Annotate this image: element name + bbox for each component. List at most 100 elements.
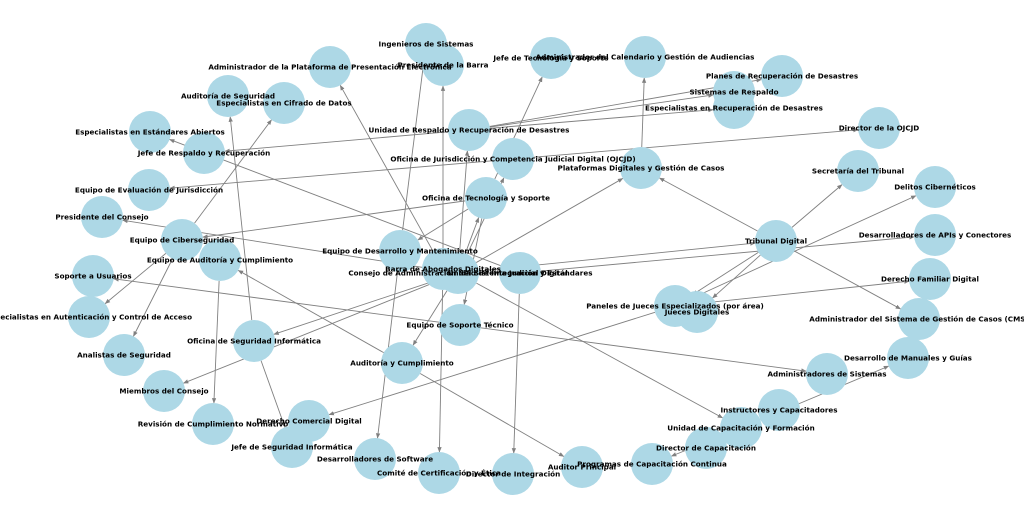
node-paneles[interactable] — [654, 285, 696, 327]
node-label-comite: Comité de Certificación y Ética — [377, 469, 501, 478]
edge-ciberseguridad-to-esp-auth — [104, 253, 167, 304]
node-desarrollo[interactable] — [379, 230, 421, 272]
node-planes-recuperacion[interactable] — [761, 55, 803, 97]
node-auditoria-seg[interactable] — [207, 75, 249, 117]
node-label-presidente: Presidente del Consejo — [55, 213, 148, 222]
node-instructores[interactable] — [758, 389, 800, 431]
node-tecnologia[interactable] — [465, 177, 507, 219]
node-derecho-familiar[interactable] — [909, 258, 951, 300]
node-label-esp-auth: Especialistas en Autenticación y Control… — [0, 313, 192, 322]
node-seguridad-inf[interactable] — [233, 320, 275, 362]
node-director-integracion[interactable] — [492, 453, 534, 495]
node-label-consejo: Consejo de Administración del Sistema Ju… — [348, 269, 567, 278]
node-esp-auth[interactable] — [68, 296, 110, 338]
node-director-cap[interactable] — [685, 427, 727, 469]
node-auditor[interactable] — [561, 446, 603, 488]
node-label-jefe-seguridad: Jefe de Seguridad Informática — [230, 443, 352, 452]
node-comite[interactable] — [418, 452, 460, 494]
node-tribunal[interactable] — [755, 220, 797, 262]
edge-seguridad-inf-to-jefe-seguridad — [260, 360, 286, 428]
node-capacitacion[interactable] — [720, 407, 762, 449]
node-integracion[interactable] — [499, 252, 541, 294]
node-esp-estandares[interactable] — [129, 111, 171, 153]
node-label-seguridad-inf: Oficina de Seguridad Informática — [187, 337, 321, 346]
node-label-director-integracion: Director de Integración — [466, 470, 560, 479]
node-jefe-tec[interactable] — [530, 37, 572, 79]
edge-consejo-to-tecnologia — [464, 217, 480, 254]
node-label-instructores: Instructores y Capacitadores — [720, 406, 837, 415]
node-label-planes-recuperacion: Planes de Recuperación de Desastres — [706, 72, 858, 81]
edge-soporte-tecnico-to-soporte-usuarios — [113, 277, 440, 323]
node-presidente[interactable] — [81, 196, 123, 238]
node-ojcjd[interactable] — [492, 138, 534, 180]
node-auditoria[interactable] — [381, 342, 423, 384]
edge-tribunal-to-paneles — [692, 251, 759, 296]
node-label-director-ojcjd: Director de la OJCJD — [839, 124, 920, 133]
node-label-auditoria-seg: Auditoría de Seguridad — [181, 92, 275, 101]
node-admin-calendario[interactable] — [624, 36, 666, 78]
node-plataformas[interactable] — [620, 147, 662, 189]
node-label-desarrollo: Equipo de Desarrollo y Mantenimiento — [322, 247, 478, 256]
edge-soporte-tecnico-to-admin-sistemas — [480, 327, 807, 373]
edge-ciberseguridad-to-esp-cifrado — [194, 119, 272, 224]
node-equipo-auditoria[interactable] — [199, 239, 241, 281]
edge-respaldo-to-sistemas-respaldo — [489, 93, 714, 128]
node-jefe-respaldo[interactable] — [183, 132, 225, 174]
node-label-revision: Revisión de Cumplimiento Normativo — [138, 420, 289, 429]
node-soporte-usuarios[interactable] — [72, 255, 114, 297]
node-label-secretaria: Secretaría del Tribunal — [812, 167, 904, 176]
node-desarrolladores-sw[interactable] — [354, 438, 396, 480]
edge-integracion-to-director-integracion — [511, 293, 520, 454]
node-director-ojcjd[interactable] — [858, 107, 900, 149]
edge-ojcjd-to-director-ojcjd — [533, 128, 859, 158]
node-label-tribunal: Tribunal Digital — [745, 237, 807, 246]
edge-desarrollo-to-ingenieros — [402, 64, 425, 231]
node-secretaria[interactable] — [837, 150, 879, 192]
node-label-jueces: Jueces Digitales — [664, 308, 730, 317]
node-admin-sistemas[interactable] — [806, 353, 848, 395]
node-label-integracion: Unidad de Integración y Estándares — [448, 269, 593, 278]
node-admin-plataforma[interactable] — [309, 46, 351, 88]
node-label-derecho-comercial: Derecho Comercial Digital — [256, 417, 362, 426]
node-esp-recuperacion[interactable] — [713, 87, 755, 129]
node-label-derecho-familiar: Derecho Familiar Digital — [881, 275, 979, 284]
node-label-barra: Barra de Abogados Digitales — [385, 265, 501, 274]
node-label-paneles: Paneles de Jueces Especializados (por ár… — [586, 302, 764, 311]
node-admin-casos[interactable] — [898, 298, 940, 340]
node-label-apis: Desarrolladores de APIs y Conectores — [859, 231, 1012, 240]
node-ciberseguridad[interactable] — [161, 219, 203, 261]
node-label-admin-casos: Administrador del Sistema de Gestión de … — [809, 315, 1024, 324]
node-delitos[interactable] — [914, 166, 956, 208]
node-ingenieros[interactable] — [405, 23, 447, 65]
node-barra[interactable] — [422, 248, 464, 290]
node-label-sistemas-respaldo: Sistemas de Respaldo — [689, 88, 778, 97]
node-label-esp-cifrado: Especialistas en Cifrado de Datos — [216, 99, 351, 108]
edges-layer — [104, 64, 917, 457]
node-label-capacitacion: Unidad de Capacitación y Formación — [667, 424, 814, 433]
node-label-jefe-respaldo: Jefe de Respaldo y Recuperación — [137, 149, 270, 158]
node-label-ojcjd: Oficina de Jurisdicción y Competencia Ju… — [390, 155, 635, 164]
node-esp-cifrado[interactable] — [263, 82, 305, 124]
node-manuales[interactable] — [887, 337, 929, 379]
node-miembros[interactable] — [143, 370, 185, 412]
node-programas[interactable] — [631, 443, 673, 485]
edge-paneles-to-derecho-familiar — [695, 279, 910, 305]
node-jefe-seguridad[interactable] — [271, 426, 313, 468]
node-soporte-tecnico[interactable] — [439, 304, 481, 346]
node-equipo-eval[interactable] — [128, 169, 170, 211]
node-revision[interactable] — [192, 403, 234, 445]
labels-layer: Consejo de Administración del Sistema Ju… — [0, 40, 1024, 479]
edge-auditoria-to-auditor — [419, 373, 565, 457]
node-apis[interactable] — [914, 214, 956, 256]
node-label-desarrolladores-sw: Desarrolladores de Software — [317, 455, 433, 464]
node-analistas[interactable] — [103, 334, 145, 376]
edge-paneles-to-derecho-comercial — [328, 311, 656, 416]
edge-consejo-to-miembros — [182, 280, 439, 384]
edge-ciberseguridad-to-analistas — [133, 258, 173, 337]
node-respaldo[interactable] — [448, 109, 490, 151]
node-label-plataformas: Plataformas Digitales y Gestión de Casos — [558, 164, 725, 173]
edge-consejo-to-plataformas — [475, 178, 624, 263]
edge-tribunal-to-admin-casos — [794, 250, 902, 310]
edge-consejo-to-auditoria — [412, 290, 448, 346]
node-label-ingenieros: Ingenieros de Sistemas — [379, 40, 474, 49]
